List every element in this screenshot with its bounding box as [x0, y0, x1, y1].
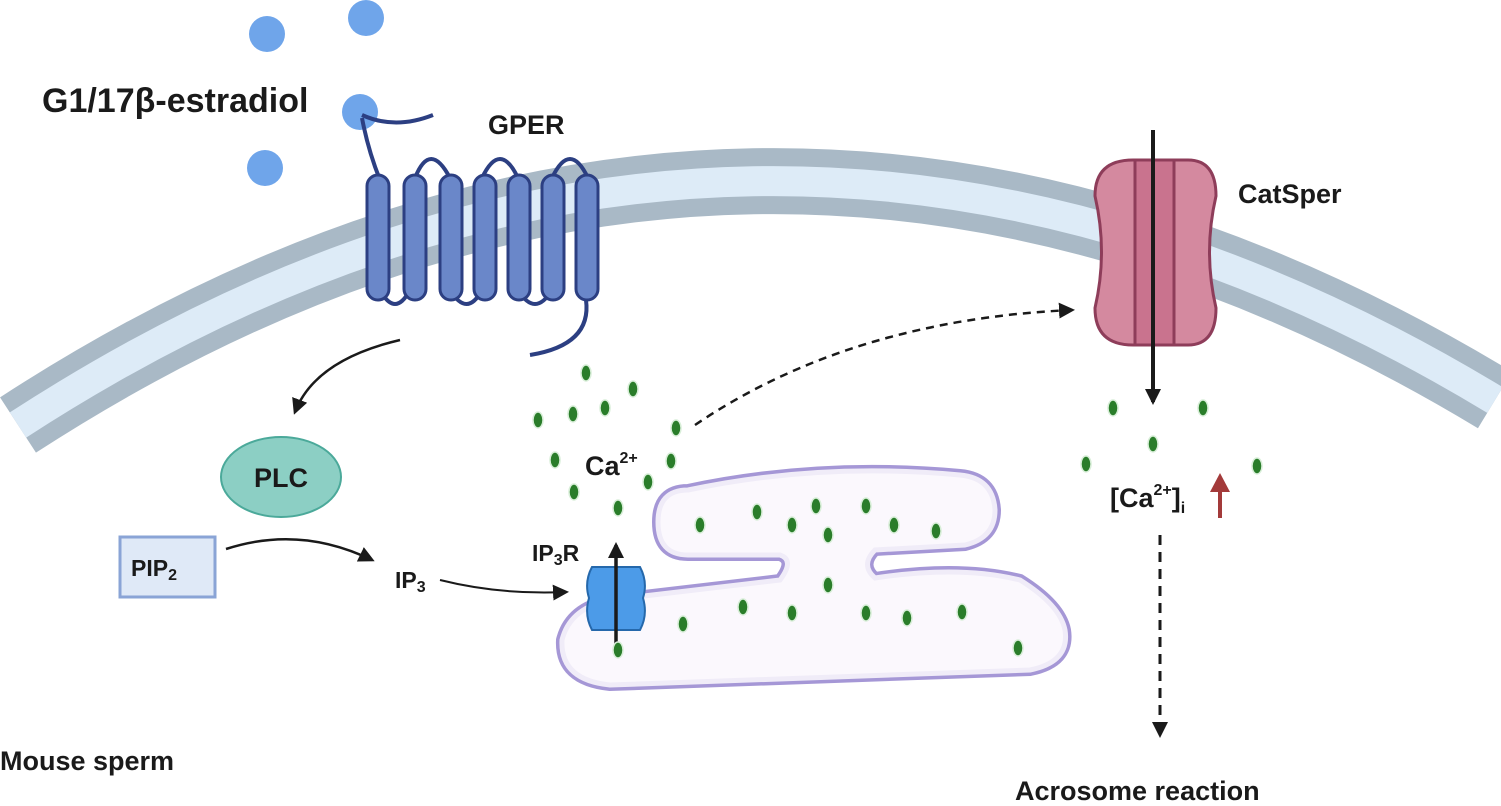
ip3-label: IP3 [395, 567, 426, 596]
calcium-ions [532, 364, 1263, 659]
plc-label: PLC [254, 463, 308, 493]
intracellular-calcium-label: [Ca2+]i [1110, 482, 1185, 517]
outcome-label: Acrosome reaction [1015, 776, 1260, 806]
ip3-to-ip3r-arrow [439, 579, 569, 601]
plc-enzyme [220, 436, 342, 518]
gper-receptor [360, 113, 600, 357]
ligand-molecule [249, 16, 285, 52]
gper-to-plc-arrow [292, 338, 401, 415]
ip3r-label: IP3R [532, 540, 580, 569]
gper-label: GPER [488, 110, 565, 140]
catsper-label: CatSper [1238, 179, 1342, 209]
catsper-channel [1093, 130, 1218, 405]
calcium-label: Ca2+ [585, 450, 638, 481]
ligand-molecule [342, 94, 378, 130]
ligand-label: G1/17β-estradiol [42, 82, 308, 120]
cell-type-label: Mouse sperm [0, 746, 174, 776]
ligand-molecule [247, 150, 283, 186]
pip2-box [118, 535, 217, 599]
ligand-molecule [348, 0, 384, 36]
pip2-label: PIP2 [131, 555, 177, 584]
calcium-to-catsper-arrow [694, 302, 1075, 427]
increase-arrow-icon [1210, 473, 1230, 518]
ligand-molecules [247, 0, 384, 186]
plasma-membrane [0, 148, 1501, 453]
ip3r-channel [586, 542, 646, 645]
pip2-to-ip3-arrow [225, 538, 375, 562]
